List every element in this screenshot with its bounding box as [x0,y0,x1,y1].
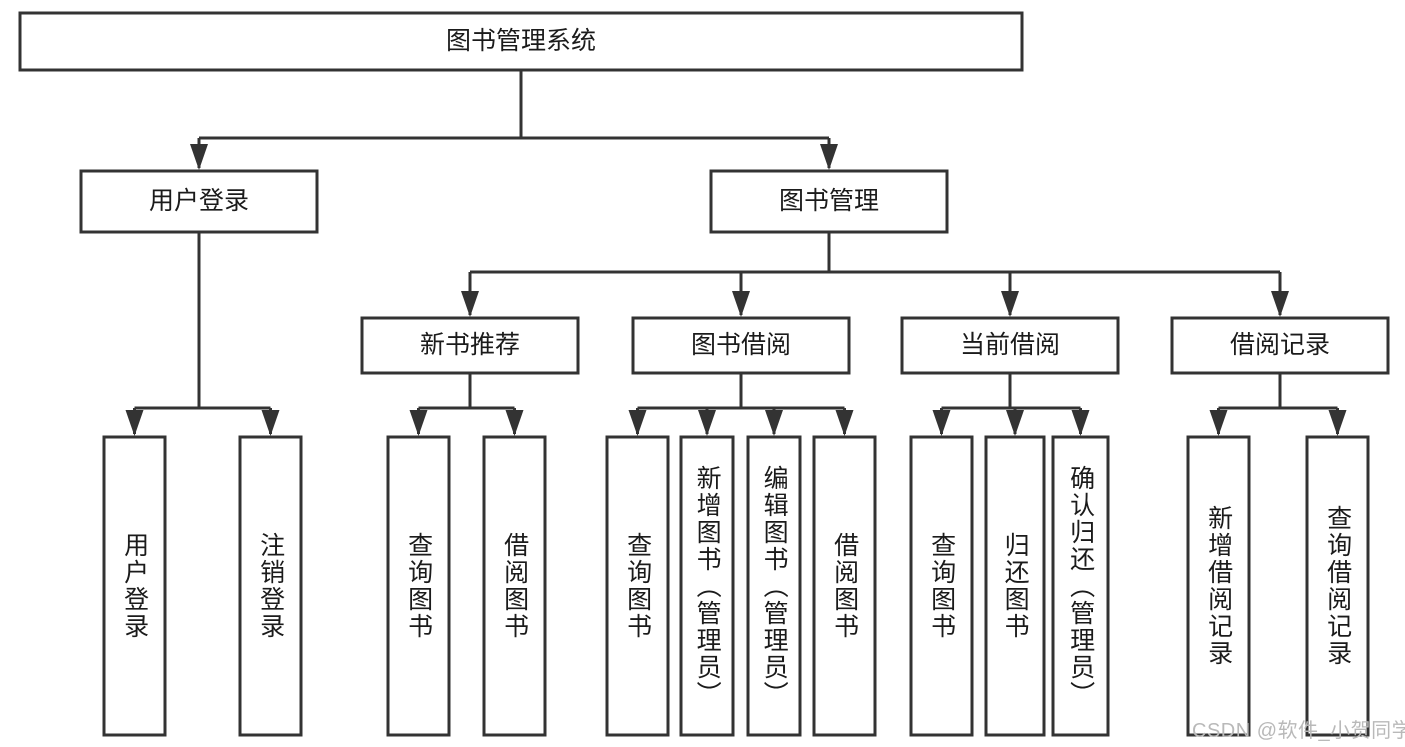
node-box-leaf-borrow-book-new[interactable] [482,435,547,737]
arrow-head-icon [698,410,716,436]
node-box-leaf-query-book-bb[interactable] [605,435,670,737]
connector-group [125,70,1347,436]
arrow-head-icon [628,410,647,436]
arrow-head-icon [125,410,144,436]
arrow-head-icon [1328,410,1347,436]
arrow-head-icon [1071,410,1090,436]
arrow-head-icon [409,410,428,436]
arrow-head-icon [765,410,783,436]
node-box-leaf-confirm-return[interactable] [1051,435,1110,737]
node-box-new-book-recommend[interactable] [360,316,580,375]
arrow-head-icon [932,410,951,436]
node-box-current-borrow[interactable] [900,316,1120,375]
node-box-title[interactable] [18,11,1024,72]
arrow-head-icon [190,144,208,170]
arrow-head-icon [1006,410,1024,436]
node-box-leaf-query-book-cb[interactable] [909,435,974,737]
node-box-borrow-record[interactable] [1170,316,1390,375]
arrow-head-icon [1271,291,1289,317]
node-box-book-manage[interactable] [709,169,949,234]
node-box-leaf-edit-book[interactable] [746,435,802,737]
node-box-leaf-return-book[interactable] [984,435,1046,737]
arrow-head-icon [820,144,838,170]
node-box-leaf-query-book-new[interactable] [386,435,451,737]
node-box-group [18,11,1390,737]
node-box-leaf-logout[interactable] [238,435,303,737]
arrow-head-icon [261,410,280,436]
node-box-leaf-user-login[interactable] [102,435,167,737]
node-box-leaf-add-book[interactable] [679,435,735,737]
arrow-head-icon [732,291,750,317]
csdn-watermark: CSDN @软件_小贺同学 [1192,720,1405,742]
node-box-leaf-borrow-book-bb[interactable] [812,435,877,737]
node-box-user-login[interactable] [79,169,319,234]
arrow-head-icon [1001,291,1019,317]
node-box-leaf-add-record[interactable] [1186,435,1251,737]
arrow-head-icon [505,410,524,436]
node-box-leaf-query-record[interactable] [1305,435,1370,737]
arrow-head-icon [461,291,479,317]
arrow-head-icon [1209,410,1228,436]
arrow-head-icon [835,410,854,436]
node-box-book-borrow[interactable] [631,316,851,375]
